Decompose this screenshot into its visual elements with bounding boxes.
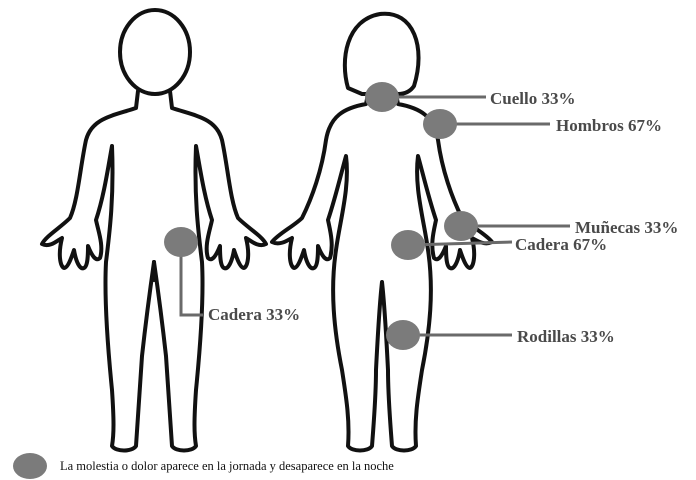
marker-munecas <box>444 211 478 241</box>
label-cuello: Cuello 33% <box>490 89 575 108</box>
label-cadera-mujer: Cadera 67% <box>515 235 607 254</box>
marker-rodillas <box>386 320 420 350</box>
leader-lines <box>181 97 570 335</box>
marker-cadera-hombre <box>164 227 198 257</box>
marker-cadera-mujer <box>391 230 425 260</box>
label-hombros: Hombros 67% <box>556 116 662 135</box>
legend-text: La molestia o dolor aparece en la jornad… <box>60 459 394 473</box>
legend: La molestia o dolor aparece en la jornad… <box>13 453 394 479</box>
male-silhouette <box>42 10 266 451</box>
label-rodillas: Rodillas 33% <box>517 327 615 346</box>
marker-hombros <box>423 109 457 139</box>
legend-gray-circle-icon <box>13 453 47 479</box>
label-cadera-hombre: Cadera 33% <box>208 305 300 324</box>
marker-cuello <box>365 82 399 112</box>
